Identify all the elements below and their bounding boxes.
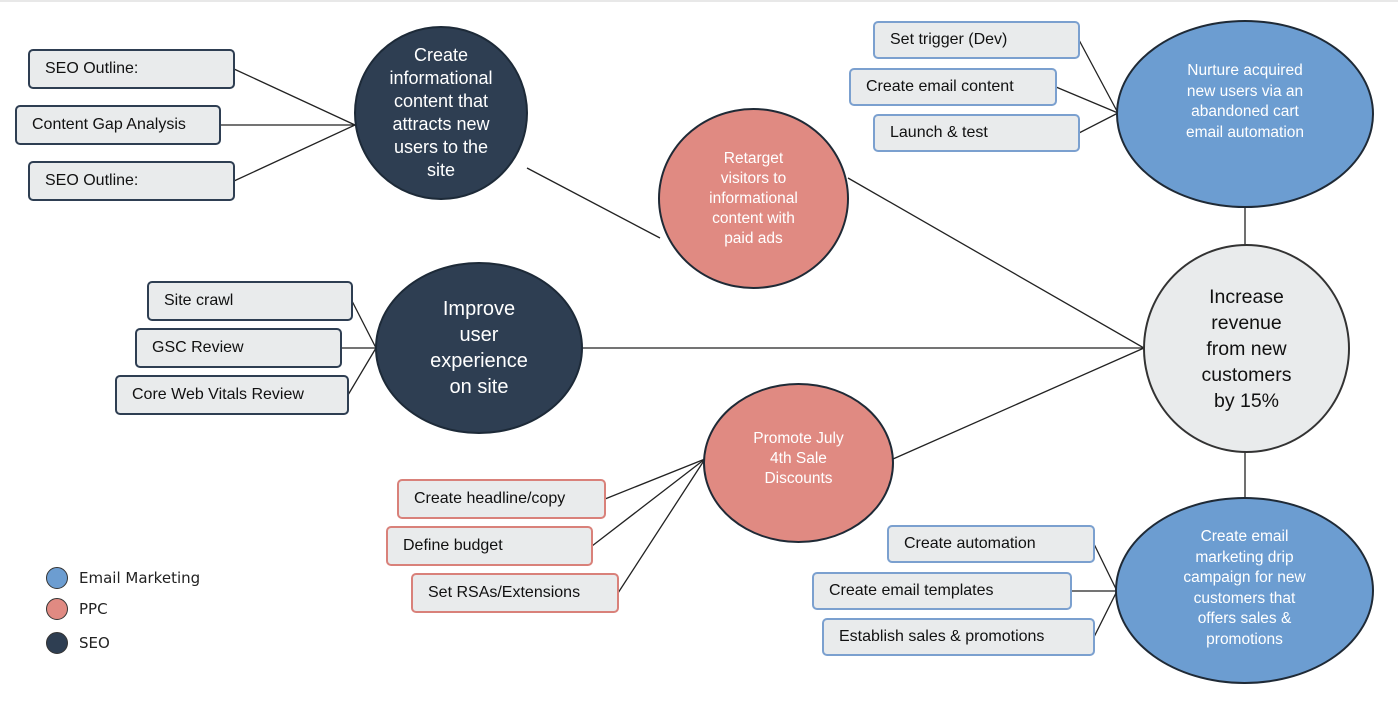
connector-line (892, 347, 1145, 460)
node-goal-increase-revenue: Increase revenue from new customers by 1… (1143, 244, 1350, 453)
connector-line (617, 458, 706, 594)
connector-line (347, 347, 377, 396)
node-text-line: abandoned cart (1191, 103, 1299, 120)
task-label: Create headline/copy (414, 490, 566, 507)
node-text-line: Retarget (723, 149, 784, 167)
legend-label: SEO (79, 634, 110, 652)
node-text-line: from new (1206, 337, 1287, 360)
connector-line (1093, 543, 1118, 592)
task-label: Set trigger (Dev) (890, 31, 1008, 48)
node-text-line: marketing drip (1195, 548, 1294, 566)
node-text-line: content with (712, 209, 795, 227)
task-label: Set RSAs/Extensions (428, 584, 581, 601)
legend-swatch (46, 632, 68, 654)
task-label: Create email templates (829, 582, 994, 599)
task-label: GSC Review (152, 339, 244, 356)
task-label: Create automation (904, 535, 1036, 552)
node-ppc-promote-july-4th: Promote July 4th Sale Discounts (703, 383, 894, 543)
legend-swatch (46, 598, 68, 620)
node-text-line: visitors to (720, 169, 787, 187)
task-core-web-vitals-review: Core Web Vitals Review (115, 375, 349, 415)
task-seo-outline: SEO Outline: (28, 161, 235, 201)
task-create-email-templates: Create email templates (812, 572, 1072, 610)
task-launch-test: Launch & test (873, 114, 1080, 152)
node-text-line: Create (413, 45, 469, 65)
node-text-line: customers (1201, 363, 1292, 386)
task-label: Site crawl (164, 292, 234, 309)
connector-line (526, 167, 661, 239)
node-text-line: Promote July (753, 430, 844, 447)
task-set-rsas-extensions: Set RSAs/Extensions (411, 573, 619, 613)
task-label: Establish sales & promotions (839, 628, 1045, 645)
connector-line (1055, 86, 1119, 114)
task-site-crawl: Site crawl (147, 281, 353, 321)
task-create-headline-copy: Create headline/copy (397, 479, 606, 519)
node-text-line: offers sales & (1197, 610, 1292, 627)
task-create-email-content: Create email content (849, 68, 1057, 106)
connector-line (604, 458, 706, 500)
node-text-line: revenue (1211, 311, 1282, 334)
task-set-trigger: Set trigger (Dev) (873, 21, 1080, 59)
node-text-line: site (426, 160, 455, 180)
node-text-line: promotions (1206, 630, 1283, 648)
task-label: Create email content (866, 78, 1014, 95)
node-text-line: campaign for new (1183, 569, 1306, 586)
connector-line (1078, 39, 1119, 114)
node-text-line: customers that (1193, 589, 1296, 607)
legend-swatch (46, 567, 68, 589)
connector-line (233, 124, 356, 182)
connector-line (591, 458, 706, 547)
task-label: SEO Outline: (45, 60, 139, 77)
task-content-gap-analysis: Content Gap Analysis (15, 105, 221, 145)
task-gsc-review: GSC Review (135, 328, 342, 368)
node-email-drip-campaign: Create email marketing drip campaign for… (1115, 497, 1374, 684)
task-define-budget: Define budget (386, 526, 593, 566)
connector-line (1078, 112, 1119, 134)
node-text-line: email automation (1185, 123, 1305, 141)
node-seo-informational-content: Create informational content that attrac… (354, 26, 528, 200)
node-text-line: 4th Sale (770, 450, 827, 467)
node-ppc-retarget: Retarget visitors to informational conte… (658, 108, 849, 289)
node-text-line: users to the (393, 137, 489, 157)
task-label: Launch & test (890, 124, 988, 141)
node-text-line: new users via an (1186, 82, 1304, 100)
task-label: Content Gap Analysis (32, 116, 186, 133)
connector-line (351, 300, 377, 349)
node-text-line: attracts new (392, 114, 490, 134)
connector-line (1093, 590, 1118, 638)
node-text-line: Create email (1200, 528, 1289, 545)
node-text-line: Improve (442, 298, 516, 320)
node-text-line: user (459, 324, 499, 346)
connector-line (233, 68, 356, 126)
legend-item-email-marketing: Email Marketing (46, 567, 200, 589)
node-text-line: on site (449, 376, 509, 398)
node-text-line: content that (393, 91, 489, 111)
node-text-line: informational (389, 68, 493, 88)
task-establish-sales-promotions: Establish sales & promotions (822, 618, 1095, 656)
task-seo-outline: SEO Outline: (28, 49, 235, 89)
node-text-line: paid ads (724, 229, 783, 247)
node-text-line: by 15% (1213, 389, 1280, 412)
node-seo-user-experience: Improve user experience on site (375, 262, 583, 434)
connector-line (847, 177, 1145, 349)
task-label: Core Web Vitals Review (132, 386, 304, 403)
node-text-line: informational (709, 189, 798, 207)
node-text-line: experience (430, 350, 528, 372)
top-border (0, 0, 1398, 2)
task-label: SEO Outline: (45, 172, 139, 189)
legend-label: PPC (79, 600, 108, 618)
node-text-line: Discounts (764, 470, 833, 487)
node-email-nurture: Nurture acquired new users via an abando… (1116, 20, 1374, 208)
node-text-line: Nurture acquired (1187, 62, 1303, 79)
task-label: Define budget (403, 537, 503, 554)
node-text-line: Increase (1209, 285, 1284, 308)
task-create-automation: Create automation (887, 525, 1095, 563)
legend-label: Email Marketing (79, 569, 201, 587)
legend-item-ppc: PPC (46, 598, 108, 620)
legend-item-seo: SEO (46, 632, 110, 654)
